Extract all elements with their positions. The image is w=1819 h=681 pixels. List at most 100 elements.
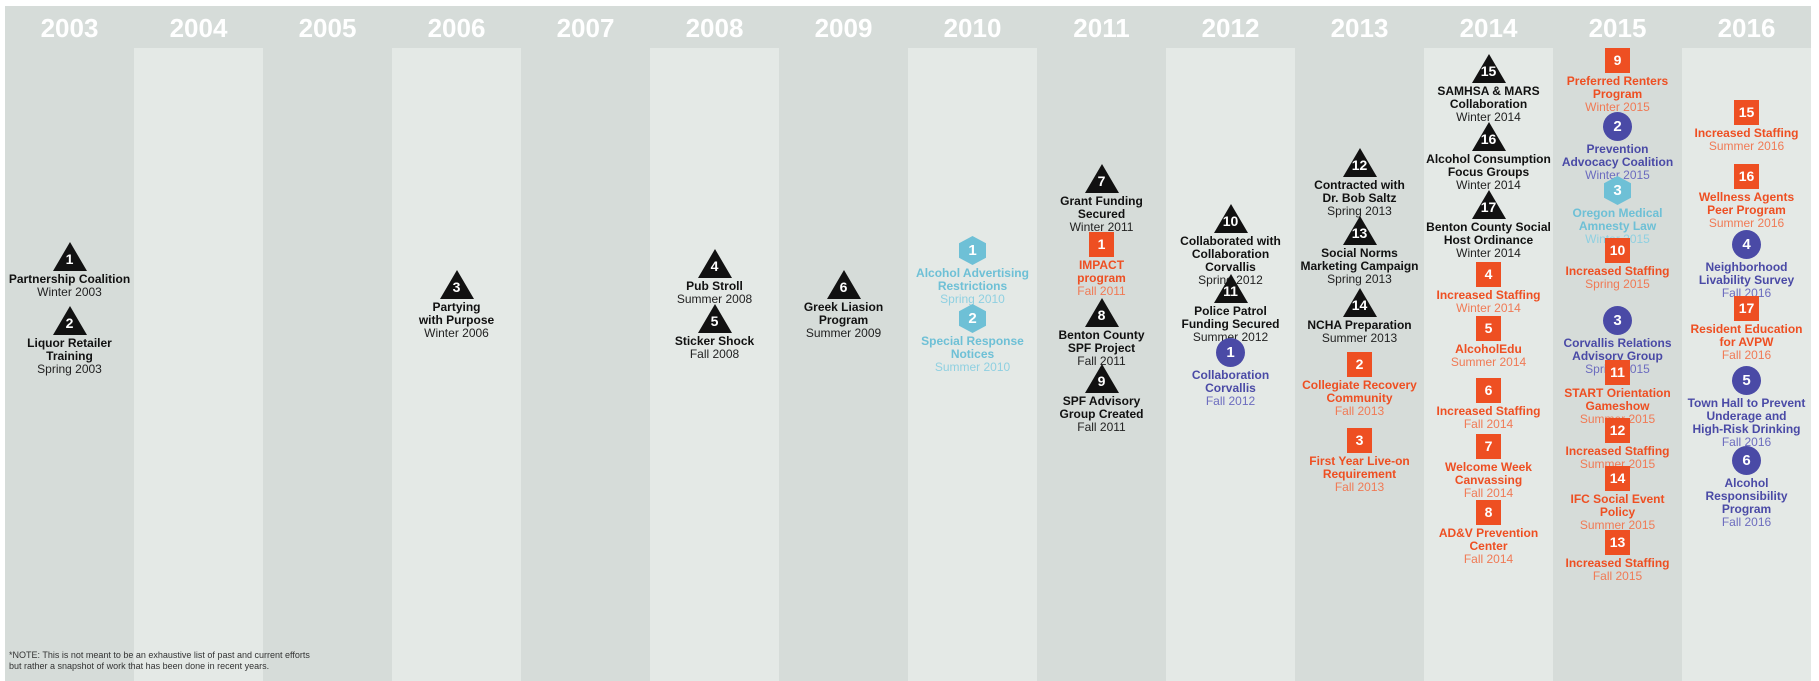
event-label: Increased Staffing bbox=[1565, 444, 1670, 458]
event-label: Collaboration Corvallis bbox=[1191, 368, 1270, 395]
hexagon-badge: 2 bbox=[959, 304, 986, 333]
circle-badge: 5 bbox=[1732, 366, 1761, 395]
triangle-badge: 1 bbox=[52, 242, 87, 271]
year-heading: 2016 bbox=[1717, 13, 1776, 43]
year-column-2011: 2011 bbox=[1037, 6, 1166, 681]
square-badge: 16 bbox=[1734, 164, 1759, 189]
circle-badge: 6 bbox=[1732, 446, 1761, 475]
badge-number: 4 bbox=[710, 258, 719, 274]
year-column-2004: 2004 bbox=[134, 6, 263, 681]
event-date: Fall 2012 bbox=[1205, 394, 1256, 408]
event-label: Grant Funding Secured bbox=[1060, 194, 1143, 221]
year-column-2003: 2003 bbox=[5, 6, 134, 681]
badge-number: 9 bbox=[1097, 373, 1106, 389]
triangle-badge: 7 bbox=[1084, 164, 1119, 193]
triangle-badge: 17 bbox=[1471, 190, 1506, 219]
square-badge: 7 bbox=[1476, 434, 1501, 459]
event-date: Fall 2013 bbox=[1334, 480, 1385, 494]
badge-number: 2 bbox=[65, 315, 74, 331]
circle-badge: 3 bbox=[1603, 306, 1632, 335]
square-badge: 5 bbox=[1476, 316, 1501, 341]
column-body bbox=[392, 48, 521, 681]
event-date: Fall 2008 bbox=[689, 347, 740, 361]
event-label: Benton County SPF Project bbox=[1058, 328, 1145, 355]
circle-badge: 2 bbox=[1603, 112, 1632, 141]
event-label: Partying with Purpose bbox=[418, 300, 495, 327]
square-badge: 1 bbox=[1089, 232, 1114, 257]
event-date: Winter 2014 bbox=[1456, 110, 1521, 124]
triangle-badge: 8 bbox=[1084, 298, 1119, 327]
year-column-2008: 2008 bbox=[650, 6, 779, 681]
event-label: Preferred Renters Program bbox=[1566, 74, 1669, 101]
event-label: Increased Staffing bbox=[1436, 404, 1541, 418]
column-body bbox=[650, 48, 779, 681]
square-badge: 6 bbox=[1476, 378, 1501, 403]
event-label: Town Hall to Prevent Underage and High-R… bbox=[1687, 396, 1806, 436]
event-date: Summer 2015 bbox=[1579, 518, 1656, 532]
event-date: Spring 2013 bbox=[1327, 272, 1392, 286]
event-date: Fall 2015 bbox=[1592, 569, 1643, 583]
column-body bbox=[1424, 48, 1553, 681]
triangle-badge: 10 bbox=[1213, 204, 1248, 233]
year-heading: 2010 bbox=[943, 13, 1002, 43]
event-label: Increased Staffing bbox=[1694, 126, 1799, 140]
square-badge: 2 bbox=[1347, 352, 1372, 377]
event-date: Fall 2014 bbox=[1463, 552, 1514, 566]
event-label: Greek Liasion Program bbox=[803, 300, 884, 327]
event-label: Special Response Notices bbox=[921, 334, 1024, 361]
event-date: Fall 2014 bbox=[1463, 486, 1514, 500]
hexagon-badge: 1 bbox=[959, 236, 986, 265]
event-date: Winter 2014 bbox=[1456, 301, 1521, 315]
event-date: Fall 2011 bbox=[1077, 420, 1126, 434]
event-date: Summer 2010 bbox=[934, 360, 1011, 374]
triangle-badge: 16 bbox=[1471, 122, 1506, 151]
event-date: Winter 2003 bbox=[37, 285, 102, 299]
event-label: IFC Social Event Policy bbox=[1570, 492, 1665, 519]
badge-number: 7 bbox=[1097, 173, 1106, 189]
badge-number: 16 bbox=[1480, 131, 1497, 147]
badge-number: 11 bbox=[1223, 283, 1238, 299]
event-label: Increased Staffing bbox=[1436, 288, 1541, 302]
event-label: SPF Advisory Group Created bbox=[1059, 394, 1144, 421]
event-date: Summer 2008 bbox=[676, 292, 753, 306]
square-badge: 14 bbox=[1605, 466, 1630, 491]
event-label: Sticker Shock bbox=[674, 334, 755, 348]
circle-badge: 1 bbox=[1216, 338, 1245, 367]
year-column-2006: 2006 bbox=[392, 6, 521, 681]
square-badge: 17 bbox=[1734, 296, 1759, 321]
event-label: Wellness Agents Peer Program bbox=[1698, 190, 1795, 217]
badge-number: 5 bbox=[710, 313, 719, 329]
event-date: Fall 2011 bbox=[1077, 284, 1126, 298]
badge-number: 15 bbox=[1480, 63, 1497, 79]
square-badge: 8 bbox=[1476, 500, 1501, 525]
event-date: Winter 2015 bbox=[1585, 168, 1650, 182]
event-date: Spring 2015 bbox=[1585, 277, 1650, 291]
event-date: Summer 2014 bbox=[1450, 355, 1527, 369]
event-date: Fall 2016 bbox=[1721, 515, 1772, 529]
